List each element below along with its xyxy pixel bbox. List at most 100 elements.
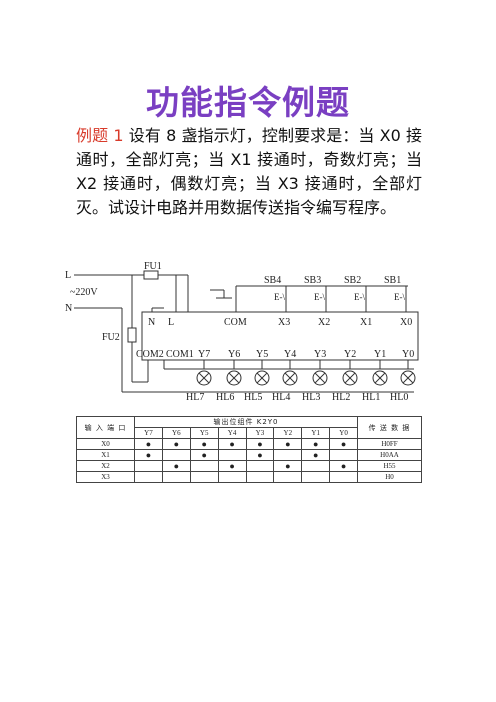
table-row: X2●●●●H55: [76, 460, 422, 472]
lamp-icon: [282, 370, 298, 386]
bit-cell: ●: [301, 438, 331, 450]
bit-cell: [329, 471, 358, 483]
output-table-container: 输 入 端 口 输出位组件 K2Y0 传 送 数 据 Y7 Y6 Y5 Y4 Y…: [76, 416, 422, 483]
output-header: 输出位组件 K2Y0: [134, 416, 358, 428]
bit-cell: [245, 460, 275, 472]
column-header: Y1: [301, 427, 331, 439]
terminal-label: Y7: [198, 349, 210, 360]
problem-label: 例题 1: [76, 126, 124, 145]
bit-cell: [189, 460, 219, 472]
lamp-icon: [342, 370, 358, 386]
terminal-label: X1: [360, 317, 372, 328]
terminal-label: Y6: [228, 349, 240, 360]
bit-cell: [273, 471, 303, 483]
lamp-label: HL2: [332, 392, 350, 403]
bit-cell: ●: [161, 438, 191, 450]
terminal-label: COM1: [166, 349, 194, 360]
terminal-label: Y0: [402, 349, 414, 360]
data-header: 传 送 数 据: [357, 416, 422, 439]
bit-cell: ●: [217, 438, 247, 450]
input-port-cell: X1: [76, 449, 135, 461]
column-header: Y3: [245, 427, 275, 439]
bit-cell: ●: [301, 449, 331, 461]
column-header: Y5: [189, 427, 219, 439]
problem-statement: 例题 1 设有 8 盏指示灯，控制要求是：当 X0 接通时，全部灯亮；当 X1 …: [76, 124, 422, 220]
bit-cell: ●: [189, 449, 219, 461]
fuse2-label: FU2: [102, 332, 120, 343]
lamp-label: HL4: [272, 392, 290, 403]
bit-cell: [301, 471, 331, 483]
switch-label: SB2: [344, 275, 361, 286]
bit-cell: [245, 471, 275, 483]
bit-cell: [189, 471, 219, 483]
bit-cell: [161, 449, 191, 461]
switch-contact: E-\: [274, 292, 285, 302]
bit-cell: [134, 460, 163, 472]
output-table: 输 入 端 口 输出位组件 K2Y0 传 送 数 据 Y7 Y6 Y5 Y4 Y…: [76, 416, 422, 483]
lamp-label: HL0: [390, 392, 408, 403]
bit-cell: ●: [134, 438, 163, 450]
bit-cell: [301, 460, 331, 472]
terminal-label: N: [148, 317, 155, 328]
column-header: Y7: [134, 427, 163, 439]
input-port-cell: X0: [76, 438, 135, 450]
bit-cell: [217, 449, 247, 461]
terminal-label: L: [168, 317, 174, 328]
voltage-label: ~220V: [70, 287, 98, 298]
bit-cell: ●: [161, 460, 191, 472]
bit-cell: ●: [189, 438, 219, 450]
bit-cell: ●: [273, 460, 303, 472]
bit-cell: [273, 449, 303, 461]
column-header: Y2: [273, 427, 303, 439]
terminal-label: X2: [318, 317, 330, 328]
transfer-data-cell: H55: [357, 460, 422, 472]
transfer-data-cell: H0AA: [357, 449, 422, 461]
input-port-cell: X2: [76, 460, 135, 472]
bit-cell: ●: [134, 449, 163, 461]
transfer-data-cell: H0: [357, 471, 422, 483]
lamp-label: HL7: [186, 392, 204, 403]
lamp-icon: [226, 370, 242, 386]
terminal-label: Y5: [256, 349, 268, 360]
lamp-icon: [372, 370, 388, 386]
lamp-label: HL6: [216, 392, 234, 403]
line-l-label: L: [65, 270, 71, 281]
fuse1-label: FU1: [144, 262, 162, 272]
bit-cell: ●: [273, 438, 303, 450]
switch-contact: E-\: [314, 292, 325, 302]
bit-cell: ●: [217, 460, 247, 472]
switch-label: SB1: [384, 275, 401, 286]
input-port-cell: X3: [76, 471, 135, 483]
page-title: 功能指令例题: [146, 83, 350, 122]
bit-cell: [134, 471, 163, 483]
lamp-icon: [196, 370, 212, 386]
bit-cell: [329, 449, 358, 461]
input-port-header: 输 入 端 口: [76, 416, 135, 439]
bit-cell: ●: [329, 438, 358, 450]
bit-cell: [161, 471, 191, 483]
lamp-label: HL5: [244, 392, 262, 403]
terminal-label: Y4: [284, 349, 296, 360]
table-row: X0●●●●●●●●H0FF: [76, 438, 422, 450]
terminal-label: Y3: [314, 349, 326, 360]
terminal-label: COM: [224, 317, 247, 328]
table-row: X3 H0: [76, 471, 422, 483]
column-header: Y6: [161, 427, 191, 439]
switch-label: SB3: [304, 275, 321, 286]
transfer-data-cell: H0FF: [357, 438, 422, 450]
lamp-icon: [312, 370, 328, 386]
lamp-row: [196, 370, 416, 386]
terminal-label: X3: [278, 317, 290, 328]
circuit-diagram: E-\ E-\ E-\ E-\ L ~220V N FU1 FU2 SB4 SB…: [65, 262, 419, 403]
terminal-label: COM2: [136, 349, 164, 360]
bit-cell: ●: [245, 449, 275, 461]
terminal-label: Y2: [344, 349, 356, 360]
line-n-label: N: [65, 303, 72, 314]
terminal-label: Y1: [374, 349, 386, 360]
table-row: X1●●●●H0AA: [76, 449, 422, 461]
terminal-label: X0: [400, 317, 412, 328]
lamp-label: HL1: [362, 392, 380, 403]
bit-cell: ●: [245, 438, 275, 450]
bit-cell: ●: [329, 460, 358, 472]
